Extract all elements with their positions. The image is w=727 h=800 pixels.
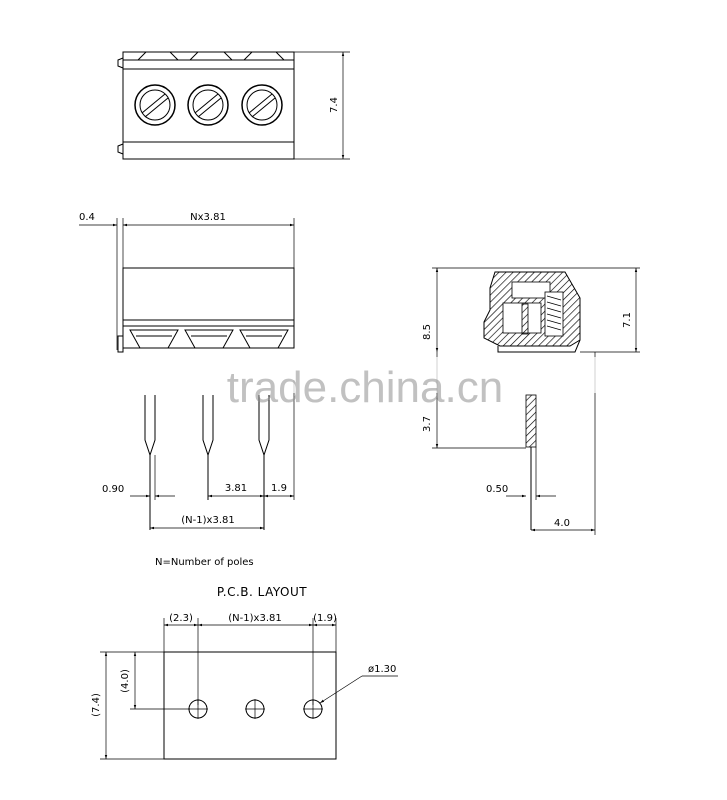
- side-body-height-label: 8.5: [422, 324, 433, 340]
- pcb-layout: P.C.B. LAYOUT (2.3) (N-1)x3.81 (1.9) (4.…: [91, 585, 398, 760]
- side-total-height-label: 7.1: [622, 312, 633, 328]
- pcb-right-margin-label: (1.9): [313, 613, 337, 624]
- side-pin-width-label: 0.50: [486, 484, 508, 495]
- pcb-hole: [303, 699, 323, 719]
- pcb-hole: [188, 699, 208, 719]
- pcb-left-margin-label: (2.3): [169, 613, 193, 624]
- screw-head: [134, 84, 176, 126]
- pitch-label: 3.81: [225, 483, 247, 494]
- pcb-hole-offset-label: (4.0): [120, 669, 131, 693]
- pcb-hole: [245, 699, 265, 719]
- watermark: trade.china.cn: [110, 357, 620, 412]
- watermark-text: trade.china.cn: [227, 363, 503, 412]
- top-height-label: 7.4: [329, 97, 340, 113]
- pin-gap-label: 0.4: [79, 212, 95, 223]
- side-offset-label: 4.0: [554, 518, 570, 529]
- pcb-span-label: (N-1)x3.81: [228, 613, 281, 624]
- edge-label: 1.9: [271, 483, 287, 494]
- pcb-hole-diameter-label: ø1.30: [368, 664, 396, 675]
- span-label: (N-1)x3.81: [181, 515, 234, 526]
- poles-note: N=Number of poles: [155, 557, 254, 568]
- front-view: 0.4 Nx3.81 0.90 3.81 1.9 (N-1)x3.81 N=: [79, 212, 295, 568]
- top-view: 7.4: [117, 51, 350, 160]
- front-width-label: Nx3.81: [190, 212, 226, 223]
- screw-head: [187, 84, 229, 126]
- pcb-title: P.C.B. LAYOUT: [217, 585, 307, 599]
- side-pin-length-label: 3.7: [422, 416, 433, 432]
- front-pin-width-label: 0.90: [102, 484, 124, 495]
- side-view: 8.5 7.1 3.7 0.50 4.0: [422, 267, 640, 535]
- screw-head: [241, 84, 283, 126]
- pcb-height-label: (7.4): [91, 693, 102, 717]
